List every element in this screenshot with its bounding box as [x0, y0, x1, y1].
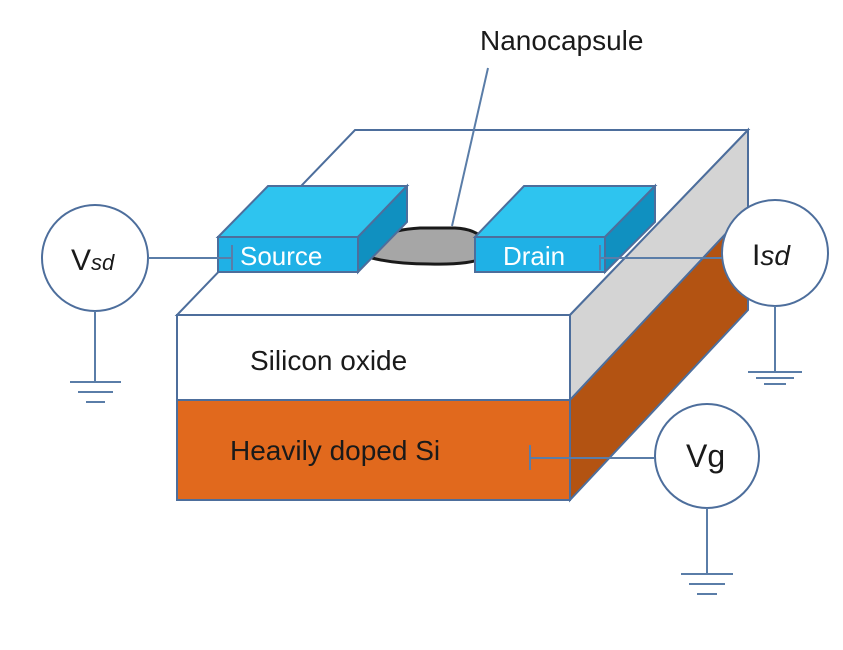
vg-meter-label: Vg	[686, 438, 725, 474]
drain-front-face	[474, 236, 606, 273]
nanocapsule-leader-line	[451, 67, 489, 227]
isd-ground-symbol	[748, 371, 802, 385]
isd-sub-text: sd	[760, 240, 791, 271]
isd-meter-label: Isd	[752, 239, 791, 272]
nanocapsule-label: Nanocapsule	[480, 25, 643, 56]
silicon-oxide-layer	[176, 314, 571, 401]
isd-main-text: I	[752, 239, 760, 272]
vsd-sub-text: sd	[91, 250, 115, 275]
vg-ground-symbol	[681, 573, 733, 595]
vsd-main-text: V	[71, 244, 91, 277]
drain-label: Drain	[503, 241, 565, 271]
vsd-ground-symbol	[70, 381, 121, 403]
vsd-meter-label: Vsd	[71, 244, 115, 277]
source-front-face	[217, 236, 359, 273]
source-label: Source	[240, 241, 322, 271]
doped-si-label: Heavily doped Si	[230, 435, 440, 466]
silicon-oxide-label: Silicon oxide	[250, 345, 407, 376]
doped-si-layer	[176, 399, 571, 501]
